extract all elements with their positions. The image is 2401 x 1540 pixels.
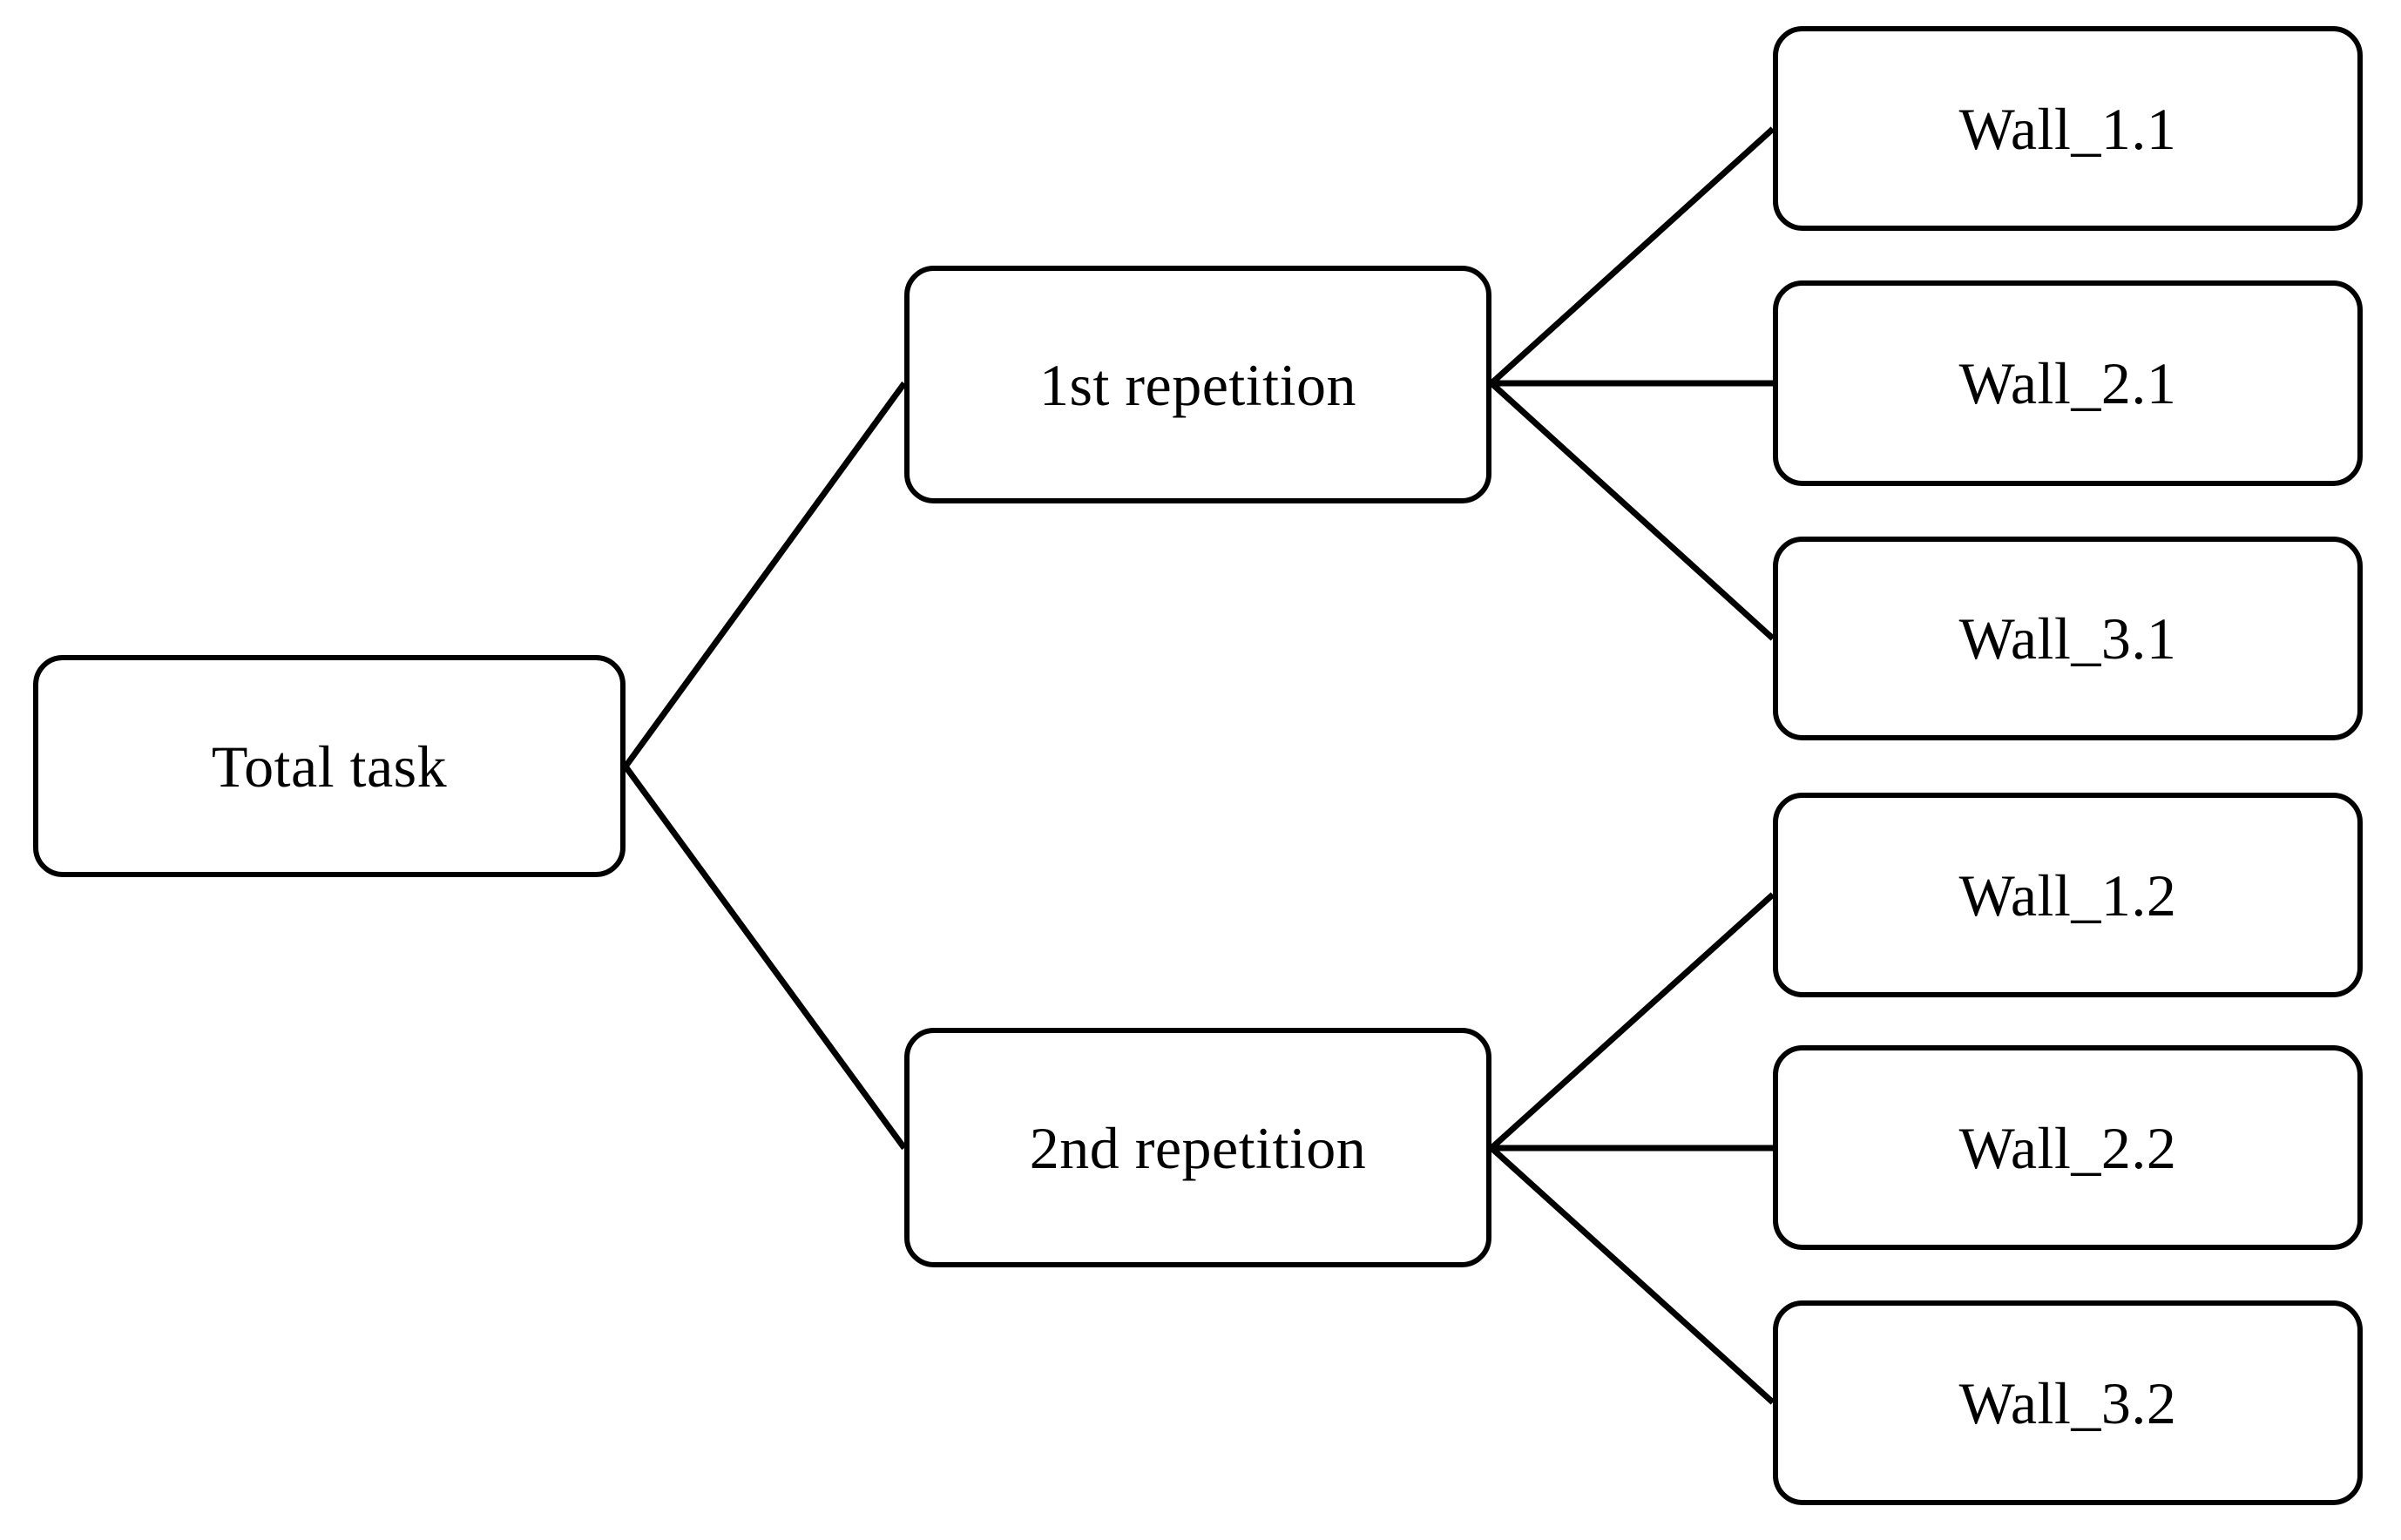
edge-total-task-to-first-repetition	[623, 381, 907, 769]
edge-total-task-to-second-repetition	[623, 764, 907, 1151]
node-wall-2-1-label: Wall_2.1	[1958, 350, 2177, 416]
node-second-repetition[interactable]: 2nd repetition	[904, 1028, 1491, 1267]
node-wall-1-2[interactable]: Wall_1.2	[1773, 793, 2363, 997]
edge-first-repetition-to-wall-1-1	[1489, 126, 1775, 386]
node-first-repetition[interactable]: 1st repetition	[904, 266, 1491, 503]
node-wall-2-2[interactable]: Wall_2.2	[1773, 1045, 2363, 1250]
node-wall-3-2-label: Wall_3.2	[1958, 1369, 2177, 1436]
edge-first-repetition-to-wall-3-1	[1489, 381, 1775, 641]
node-wall-1-1[interactable]: Wall_1.1	[1773, 26, 2363, 231]
node-total-task[interactable]: Total task	[33, 655, 626, 877]
node-wall-3-1-label: Wall_3.1	[1958, 605, 2177, 672]
edge-second-repetition-to-wall-3-2	[1489, 1145, 1775, 1405]
node-wall-1-1-label: Wall_1.1	[1958, 95, 2177, 162]
node-wall-3-2[interactable]: Wall_3.2	[1773, 1300, 2363, 1505]
node-first-repetition-label: 1st repetition	[1039, 351, 1356, 418]
node-wall-2-2-label: Wall_2.2	[1958, 1114, 2177, 1181]
node-wall-1-2-label: Wall_1.2	[1958, 861, 2177, 929]
node-wall-3-1[interactable]: Wall_3.1	[1773, 537, 2363, 740]
node-total-task-label: Total task	[211, 733, 448, 800]
node-wall-2-1[interactable]: Wall_2.1	[1773, 280, 2363, 486]
edge-second-repetition-to-wall-1-2	[1489, 892, 1775, 1151]
node-second-repetition-label: 2nd repetition	[1029, 1114, 1367, 1181]
